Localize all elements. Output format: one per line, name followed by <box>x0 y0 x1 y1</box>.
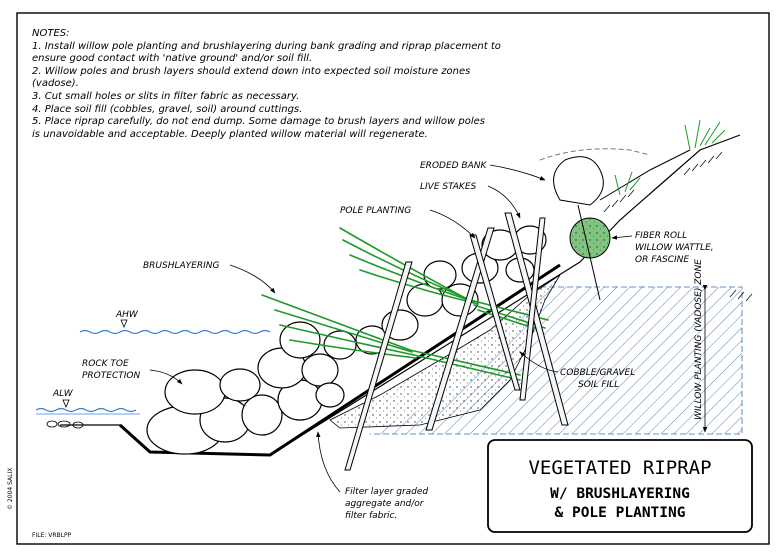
eroded-bank-label: ERODED BANK <box>420 161 487 171</box>
sheet-border <box>16 12 770 545</box>
rock-toe-label-2: PROTECTION <box>82 371 140 381</box>
label-cobble: COBBLE/GRAVEL SOIL FILL <box>519 351 635 390</box>
filter-label-2: aggregate and/or <box>345 499 425 509</box>
label-fiber-roll: FIBER ROLL WILLOW WATTLE, OR FASCINE <box>611 231 714 265</box>
note-line-5: 3. Cut small holes or slits in filter fa… <box>32 91 299 102</box>
label-brushlayering: BRUSHLAYERING <box>143 261 276 294</box>
file-text: FILE: VRBLPP <box>32 532 72 539</box>
label-live-stakes: LIVE STAKES <box>420 182 521 219</box>
label-alw: ALW <box>52 389 74 399</box>
alw-label: ALW <box>52 389 74 399</box>
filter-label-1: Filter layer graded <box>345 487 428 497</box>
note-line-3: 2. Willow poles and brush layers should … <box>32 66 470 77</box>
title-line-3: & POLE PLANTING <box>555 505 686 521</box>
rock-toe-label-1: ROCK TOE <box>82 359 129 369</box>
filter-label-3: filter fabric. <box>345 511 397 521</box>
grass-tufts <box>614 119 726 196</box>
fiber-roll-label-2: WILLOW WATTLE, <box>635 243 714 253</box>
riprap-rocks <box>146 225 547 455</box>
title-block: VEGETATED RIPRAP W/ BRUSHLAYERING & POLE… <box>487 439 753 533</box>
label-rock-toe: ROCK TOE PROTECTION <box>82 359 183 385</box>
cobble-label-1: COBBLE/GRAVEL <box>560 368 635 378</box>
title-line-1: VEGETATED RIPRAP <box>528 457 711 479</box>
label-pole-planting: POLE PLANTING <box>340 206 476 239</box>
label-ahw: AHW <box>115 310 139 320</box>
note-line-4: (vadose). <box>32 78 79 89</box>
brushlayering-label: BRUSHLAYERING <box>143 261 219 271</box>
note-line-7: 5. Place riprap carefully, do not end du… <box>32 116 485 127</box>
note-line-2: ensure good contact with 'native ground'… <box>32 53 312 64</box>
shrub-sketch <box>553 156 604 301</box>
note-line-1: 1. Install willow pole planting and brus… <box>32 41 501 52</box>
pole-planting-label: POLE PLANTING <box>340 206 411 216</box>
fiber-roll-label-1: FIBER ROLL <box>635 231 687 241</box>
notes-block: NOTES: 1. Install willow pole planting a… <box>32 28 501 140</box>
note-line-6: 4. Place soil fill (cobbles, gravel, soi… <box>32 104 302 115</box>
cobble-label-2: SOIL FILL <box>578 380 619 390</box>
zone-label: WILLOW PLANTING (VADOSE) ZONE <box>694 259 704 420</box>
water-lines <box>35 319 271 429</box>
live-stakes-label: LIVE STAKES <box>420 182 477 192</box>
note-line-8: is unavoidable and acceptable. Deeply pl… <box>32 129 428 140</box>
title-line-2: W/ BRUSHLAYERING <box>550 486 690 502</box>
ahw-label: AHW <box>115 310 139 320</box>
label-eroded-bank: ERODED BANK <box>420 161 546 181</box>
notes-heading: NOTES: <box>32 28 70 39</box>
copyright-text: © 2004 SALIX <box>7 468 14 510</box>
fiber-roll-label-3: OR FASCINE <box>635 255 689 265</box>
bank-profile <box>60 134 753 457</box>
label-filter: Filter layer graded aggregate and/or fil… <box>316 431 428 521</box>
fiber-roll <box>569 217 611 259</box>
willow-poles <box>344 212 569 471</box>
